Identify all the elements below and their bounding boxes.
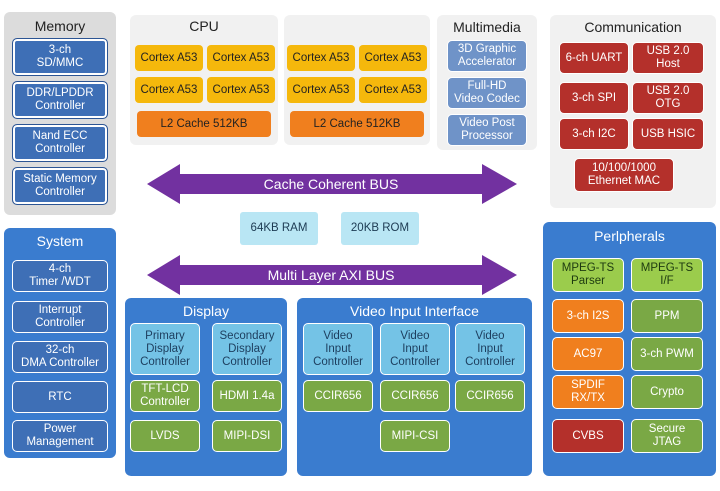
display-panel: Display Primary Display Controller Secon… — [125, 298, 287, 476]
cpu-core-5: Cortex A53 — [287, 45, 355, 71]
display-secondary-block: Secondary Display Controller — [212, 323, 282, 375]
periph-mpeg-ts-parser: MPEG-TS Parser — [552, 258, 624, 292]
periph-cvbs-block: CVBS — [552, 419, 624, 453]
comm-usb-host-block: USB 2.0 Host — [632, 42, 704, 74]
system-interrupt-block: Interrupt Controller — [12, 301, 108, 333]
display-title: Display — [183, 303, 229, 319]
display-primary-block: Primary Display Controller — [130, 323, 200, 375]
video-ccir656-3: CCIR656 — [455, 380, 525, 412]
video-input-controller-2: Video Input Controller — [380, 323, 450, 375]
video-input-controller-1: Video Input Controller — [303, 323, 373, 375]
memory-ddr-controller-block: DDR/LPDDR Controller — [12, 81, 108, 119]
system-dma-block: 32-ch DMA Controller — [12, 341, 108, 373]
multimedia-panel: Multimedia 3D Graphic Accelerator Full-H… — [437, 15, 537, 150]
cpu-core-2: Cortex A53 — [207, 45, 275, 71]
periph-spdif-block: SPDIF RX/TX — [552, 375, 624, 409]
video-input-controller-3: Video Input Controller — [455, 323, 525, 375]
axi-bus-label: Multi Layer AXI BUS — [267, 267, 395, 283]
cpu-core-1: Cortex A53 — [135, 45, 203, 71]
periph-ppm-block: PPM — [631, 299, 703, 333]
periph-secure-jtag-block: Secure JTAG — [631, 419, 703, 453]
system-title: System — [36, 233, 84, 249]
memory-panel: Memory 3-ch SD/MMC DDR/LPDDR Controller … — [4, 12, 116, 215]
periph-crypto-block: Crypto — [631, 375, 703, 409]
comm-uart-block: 6-ch UART — [559, 42, 629, 74]
communication-panel: Communication 6-ch UART USB 2.0 Host 3-c… — [550, 15, 716, 208]
comm-spi-block: 3-ch SPI — [559, 82, 629, 114]
periph-mpeg-ts-if: MPEG-TS I/F — [631, 258, 703, 292]
cpu-title: CPU — [189, 18, 219, 34]
comm-usb-hsic-block: USB HSIC — [632, 118, 704, 150]
system-power-block: Power Management — [12, 420, 108, 452]
ram-block: 64KB RAM — [240, 212, 318, 245]
multimedia-3d-graphic-block: 3D Graphic Accelerator — [447, 40, 527, 72]
video-input-panel: Video Input Interface Video Input Contro… — [297, 298, 532, 476]
multimedia-video-post-block: Video Post Processor — [447, 114, 527, 146]
video-input-title: Video Input Interface — [350, 303, 479, 319]
periph-ac97-block: AC97 — [552, 337, 624, 371]
cache-bus-label: Cache Coherent BUS — [263, 176, 399, 192]
multimedia-title: Multimedia — [453, 19, 521, 35]
video-mipi-csi-block: MIPI-CSI — [380, 420, 450, 452]
comm-i2c-block: 3-ch I2C — [559, 118, 629, 150]
display-mipi-dsi-block: MIPI-DSI — [212, 420, 282, 452]
cpu-core-7: Cortex A53 — [287, 77, 355, 103]
peripherals-title: Perlpherals — [594, 228, 665, 244]
memory-sdmmc-block: 3-ch SD/MMC — [12, 38, 108, 76]
cache-coherent-bus-arrow — [147, 164, 517, 204]
cpu-l2-cache-2: L2 Cache 512KB — [290, 111, 424, 137]
cpu-l2-cache-1: L2 Cache 512KB — [137, 111, 271, 137]
video-ccir656-1: CCIR656 — [303, 380, 373, 412]
display-tft-lcd-block: TFT-LCD Controller — [130, 380, 200, 412]
video-ccir656-2: CCIR656 — [380, 380, 450, 412]
cpu-core-3: Cortex A53 — [135, 77, 203, 103]
display-hdmi-block: HDMI 1.4a — [212, 380, 282, 412]
periph-i2s-block: 3-ch I2S — [552, 299, 624, 333]
periph-pwm-block: 3-ch PWM — [631, 337, 703, 371]
display-lvds-block: LVDS — [130, 420, 200, 452]
memory-nand-ecc-block: Nand ECC Controller — [12, 124, 108, 162]
multimedia-video-codec-block: Full-HD Video Codec — [447, 77, 527, 109]
comm-ethernet-block: 10/100/1000 Ethernet MAC — [574, 158, 674, 192]
communication-title: Communication — [584, 19, 682, 35]
system-panel: System 4-ch Timer /WDT Interrupt Control… — [4, 228, 116, 458]
memory-static-controller-block: Static Memory Controller — [12, 167, 108, 205]
system-rtc-block: RTC — [12, 381, 108, 413]
axi-bus-arrow — [147, 255, 517, 295]
comm-usb-otg-block: USB 2.0 OTG — [632, 82, 704, 114]
cpu-core-8: Cortex A53 — [359, 77, 427, 103]
cpu-core-4: Cortex A53 — [207, 77, 275, 103]
peripherals-panel: Perlpherals MPEG-TS Parser MPEG-TS I/F 3… — [543, 222, 716, 476]
cpu-core-6: Cortex A53 — [359, 45, 427, 71]
memory-title: Memory — [34, 18, 86, 34]
system-timer-block: 4-ch Timer /WDT — [12, 260, 108, 292]
rom-block: 20KB ROM — [341, 212, 419, 245]
